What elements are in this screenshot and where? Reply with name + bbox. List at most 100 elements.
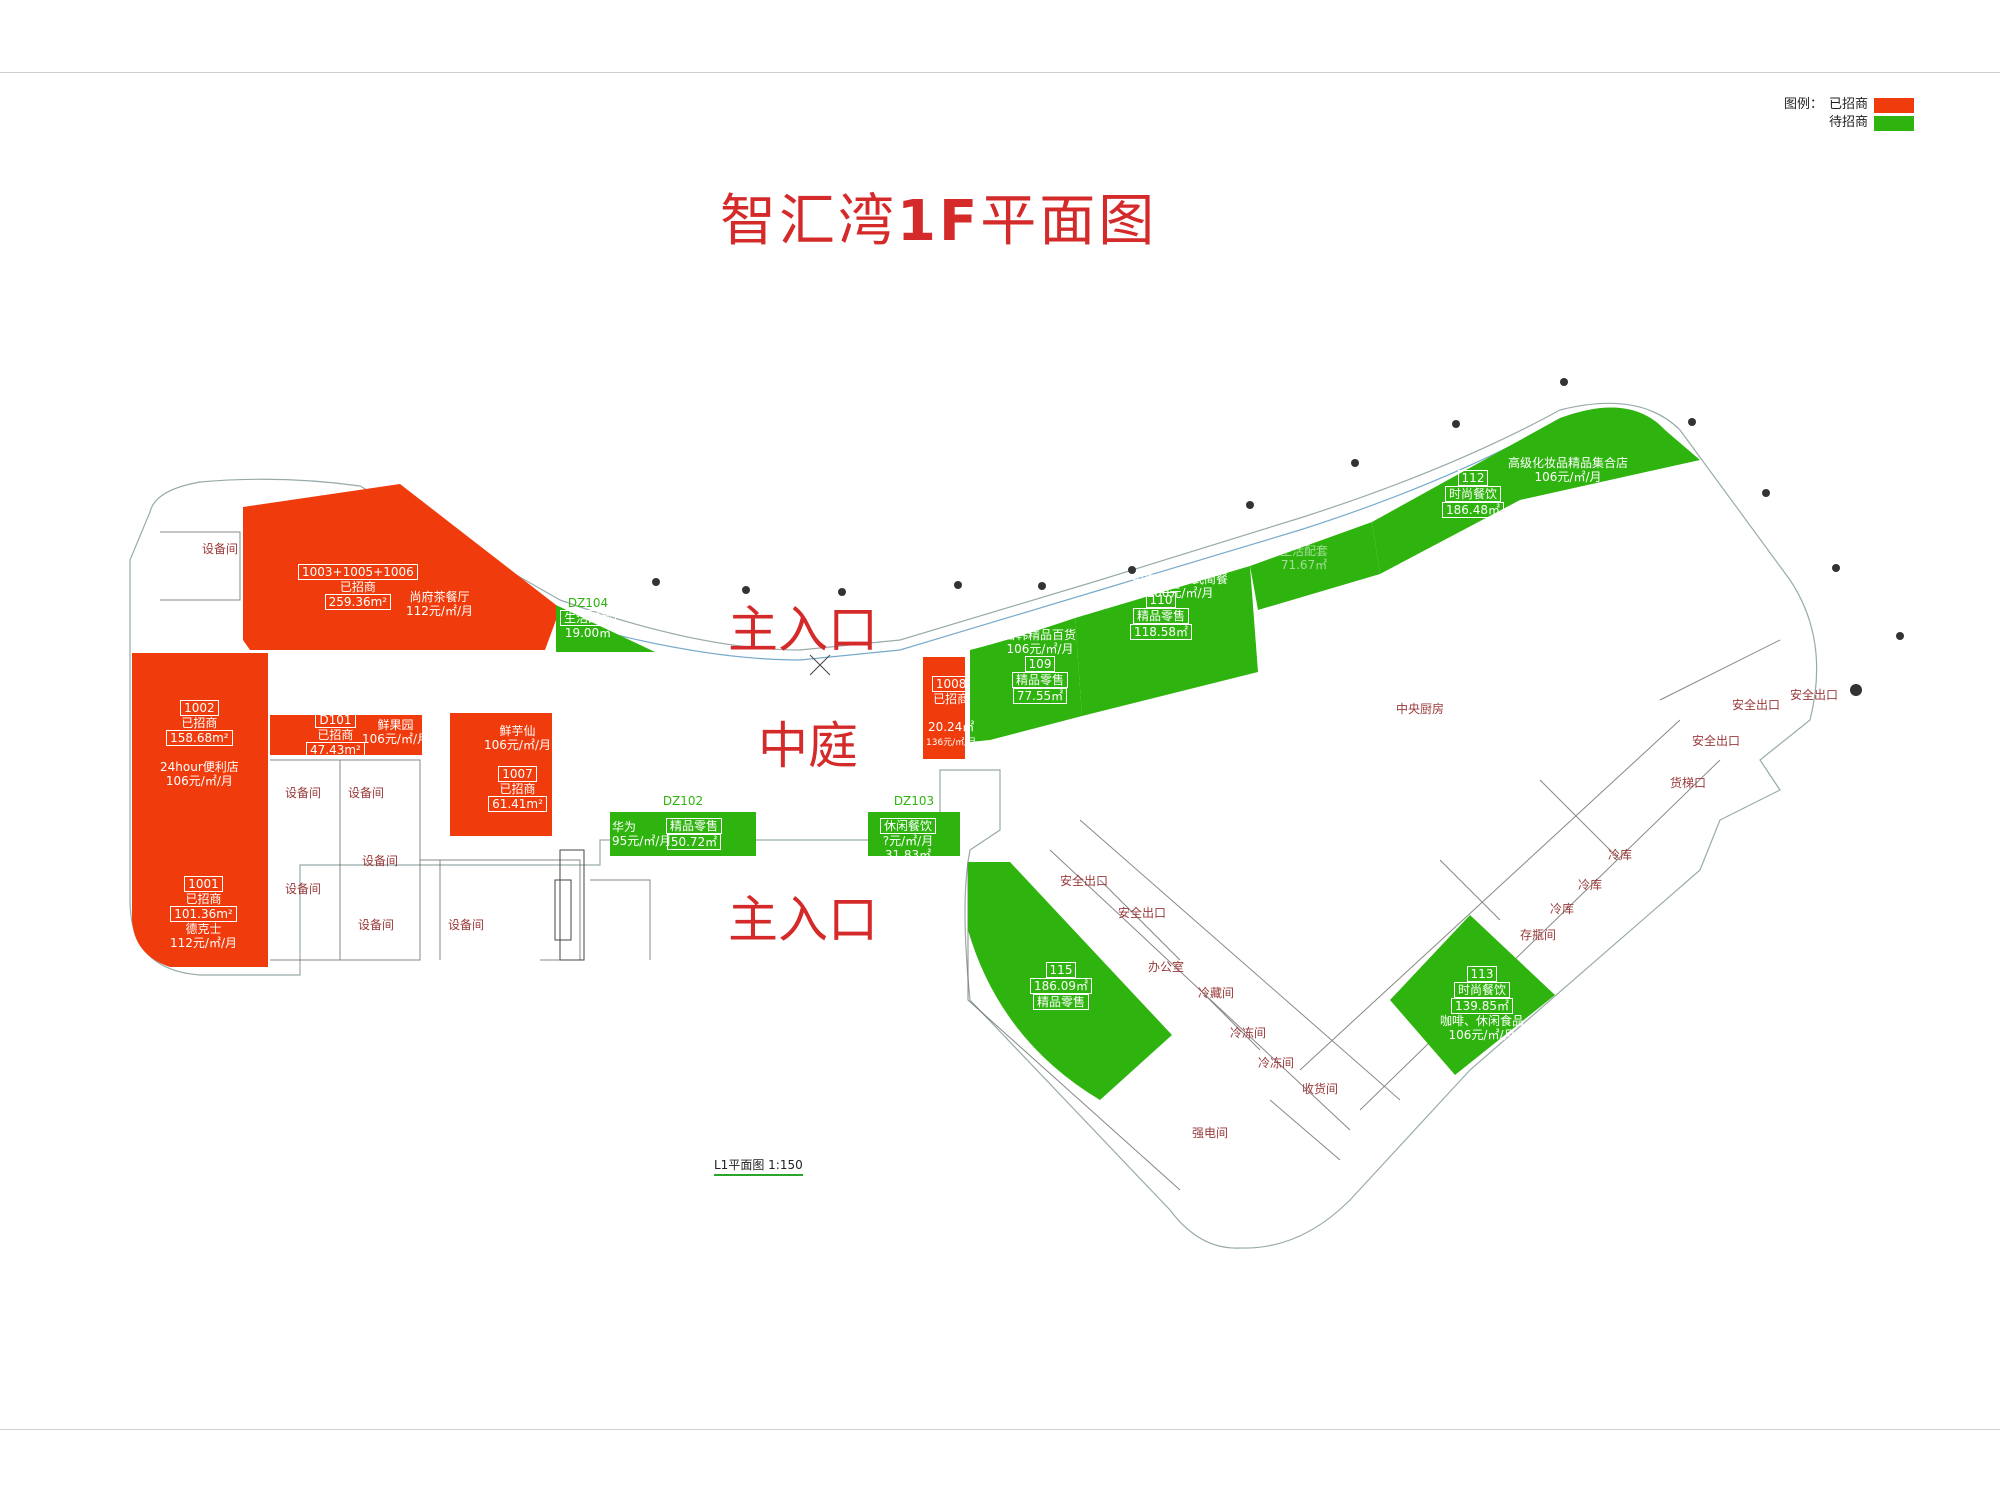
unit-dz103-use: 休闲餐饮 [880,818,937,834]
unit-112-tenant-label: 高级化妆品精品集合店 106元/㎡/月 [1508,456,1628,484]
room-freeze-1: 冷冻间 [1230,1026,1267,1040]
unit-1003-status: 已招商 [339,580,376,594]
unit-D101-label: D101 已招商 47.43m² [306,712,365,758]
legend-prefix: 图例： [1783,97,1823,112]
unit-109-rent: 106元/㎡/月 [1006,642,1074,656]
room-equip-4: 设备间 [362,854,399,868]
unit-1007-area: 61.41m² [488,796,547,812]
unit-1003-label: 1003+1005+1006 已招商 259.36m² [298,564,418,610]
title-prefix: 智汇湾 [720,189,897,254]
unit-113-rent: 106元/㎡/月 [1448,1028,1516,1042]
unit-109-shape[interactable] [970,618,1082,742]
unit-115-code: 115 [1045,962,1077,978]
unit-115-label: 115 186.09㎡ 精品零售 [1030,962,1092,1010]
room-exit-2: 安全出口 [1118,906,1167,920]
west-building-outline [129,402,1818,1249]
unit-dz103-use-label: 休闲餐饮 ?元/㎡/月 31.83㎡ [880,818,937,862]
room-power: 强电间 [1192,1126,1229,1140]
room-equip-6: 设备间 [358,918,395,932]
unit-112-shape[interactable] [1372,407,1700,574]
unit-109-tenant: 日韩精品百货 [1004,628,1077,642]
unit-1002-label: 1002 已招商 158.68m² 24hour便利店 106元/㎡/月 [160,700,239,788]
room-equip-3: 设备间 [348,786,385,800]
unit-112-code: 112 [1457,470,1489,486]
unit-1001-label: 1001 已招商 101.36m² 德克士 112元/㎡/月 [170,876,237,950]
room-office: 办公室 [1148,960,1185,974]
unit-1003-tenant: 尚府茶餐厅 [409,590,470,604]
room-equip-7: 设备间 [448,918,485,932]
unit-111-label: 111 生活配套 71.67㎡ [1280,530,1328,572]
unit-1008-shape[interactable] [923,657,965,759]
room-equip-1: 设备间 [202,542,239,556]
unit-dz104-code: DZ104 [567,596,609,610]
unit-dz102-tenant: 华为 [612,820,637,834]
legend-vacant-swatch [1874,115,1914,131]
unit-dz102-area: 50.72㎡ [666,834,722,850]
unit-1003-code: 1003+1005+1006 [298,564,418,580]
room-receiving: 收货间 [1302,1082,1339,1096]
unit-110-use: 精品零售 [1132,608,1189,624]
unit-1003-rent: 112元/㎡/月 [406,604,473,618]
unit-109-label: 日韩精品百货 106元/㎡/月 109 精品零售 77.55㎡ [1004,628,1076,704]
unit-112-label: 112 时尚餐饮 186.48㎡ [1442,470,1504,518]
unit-110-detail: 110 精品零售 118.58㎡ [1130,592,1192,640]
unit-113-shape[interactable] [1390,915,1555,1075]
unit-110-shape[interactable] [1075,566,1258,716]
leased-units [132,484,965,967]
unit-111-use: 生活配套 [1280,544,1329,558]
unit-111-shape[interactable] [1250,522,1380,610]
unit-dz102-label: DZ102 [610,794,756,808]
unit-1003-tenant-label: 尚府茶餐厅 112元/㎡/月 [406,590,473,618]
room-freight: 货梯口 [1670,776,1707,790]
unit-111-code: 111 [1292,530,1316,544]
unit-dz104-area: 19.00㎡ [564,626,612,640]
unit-dz103-label: DZ103 [868,794,960,808]
unit-1007-tenant: 鲜芋仙 [499,724,536,738]
unit-1002-shape[interactable] [132,653,268,845]
unit-1002-area: 158.68m² [166,730,233,746]
legend-leased-swatch [1874,97,1914,113]
unit-1008-code: 1008 [931,676,971,692]
unit-1003-shape[interactable] [243,484,556,650]
unit-dz104-shape[interactable] [556,605,655,652]
unit-dz104-use: 生活配套 [560,610,617,626]
unit-1003-area: 259.36m² [324,594,392,610]
unit-D101-area: 47.43m² [306,742,365,758]
unit-dz102-tenant-label: 华为 95元/㎡/月 [612,820,671,848]
unit-1007-code: 1007 [498,766,537,782]
room-freeze-2: 冷冻间 [1258,1056,1295,1070]
unit-1008-label: 1008 已招商 20.24㎡ 136元/㎡/月 [926,676,976,750]
unit-dz103-rent: ?元/㎡/月 [882,834,934,848]
unit-D101-tenant-label: 鲜果园 106元/㎡/月 [362,718,429,746]
room-cold-3: 冷库 [1550,902,1575,916]
unit-dz103-shape[interactable] [868,812,960,856]
unit-112-use: 时尚餐饮 [1444,486,1501,502]
room-equip-2: 设备间 [285,786,322,800]
room-equip-5: 设备间 [285,882,322,896]
unit-D101-shape[interactable] [270,715,422,755]
main-entrance-top-label: 主入口 [728,601,878,659]
room-cold-1: 冷库 [1608,848,1633,862]
legend-leased-label: 已招商 [1828,97,1868,112]
unit-1002-rent: 106元/㎡/月 [165,774,233,788]
unit-1008-rent: 136元/㎡/月 [926,738,977,748]
unit-D101-code: D101 [315,712,356,728]
room-exit-1: 安全出口 [1060,874,1109,888]
unit-110-tenant: 中央厨房中式简餐 [1132,572,1229,586]
unit-113-tenant: 咖啡、休闲食品 [1440,1014,1525,1028]
unit-112-rent: 106元/㎡/月 [1534,470,1602,484]
unit-115-use: 精品零售 [1032,994,1089,1010]
unit-1007-label: 鲜芋仙 106元/㎡/月 1007 已招商 61.41m² [484,724,551,812]
unit-dz102-use: 精品零售 [666,818,723,834]
unit-115-shape[interactable] [968,862,1172,1100]
unit-109-use: 精品零售 [1012,672,1069,688]
room-exit-5: 安全出口 [1790,688,1839,702]
unit-110-label: 中央厨房中式简餐 100元/㎡/月 [1132,572,1228,600]
unit-110-rent: 100元/㎡/月 [1146,586,1214,600]
unit-1007-shape[interactable] [450,713,552,836]
unit-112-tenant: 高级化妆品精品集合店 [1508,456,1629,470]
title-suffix: 平面图 [980,189,1158,254]
unit-1008-area: 20.24㎡ [927,720,975,734]
room-exit-3: 安全出口 [1692,734,1741,748]
